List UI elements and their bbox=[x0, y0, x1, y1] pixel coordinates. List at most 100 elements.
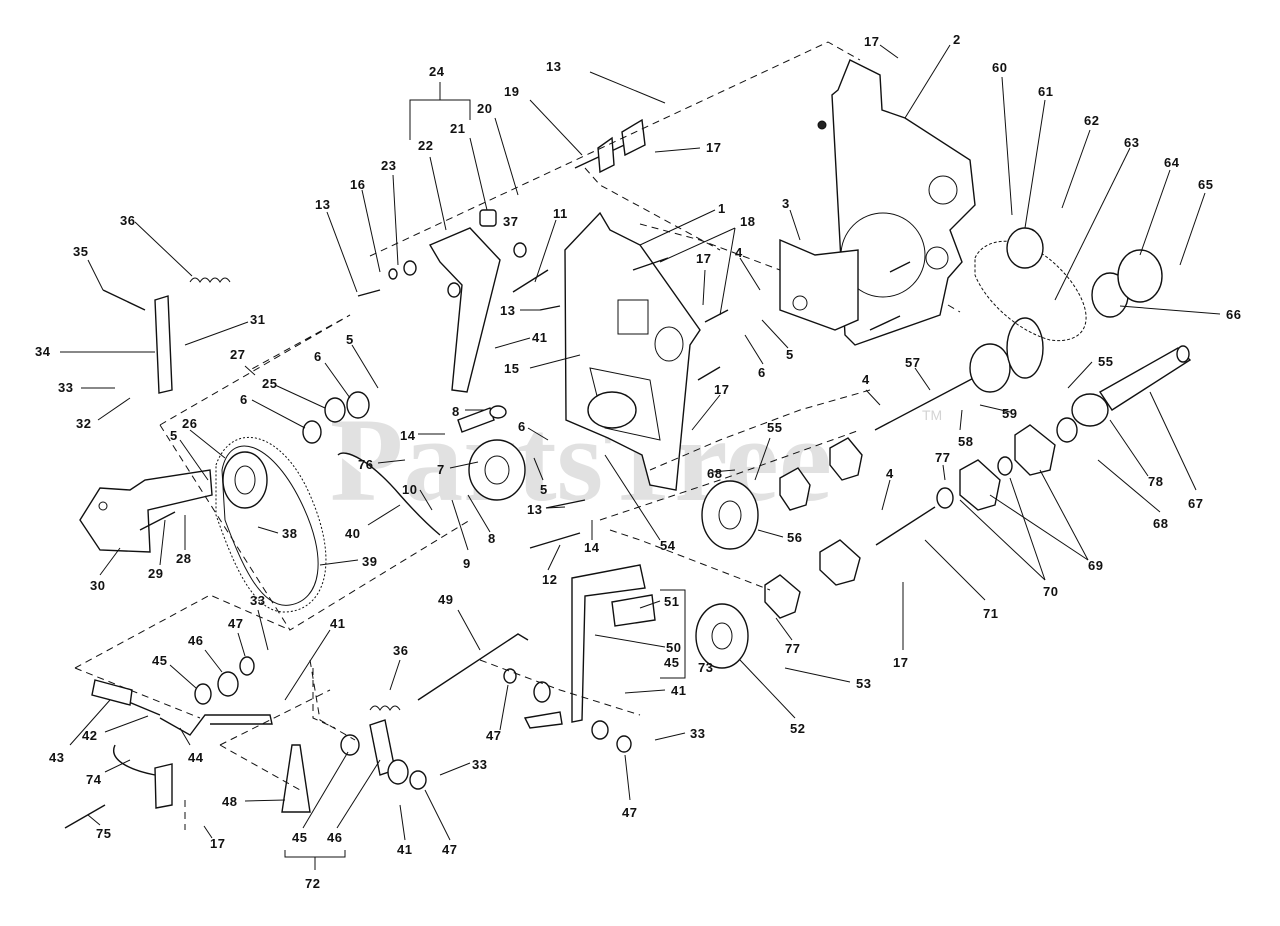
callout-40: 40 bbox=[345, 526, 360, 541]
leader-39 bbox=[319, 559, 359, 566]
callout-69: 69 bbox=[1088, 558, 1103, 573]
leader-51 bbox=[639, 600, 661, 609]
callout-77b: 77 bbox=[785, 641, 800, 656]
pedal-50 bbox=[571, 564, 646, 723]
bushing-45-left bbox=[194, 683, 212, 705]
callout-62: 62 bbox=[1084, 113, 1099, 128]
callout-14b: 14 bbox=[584, 540, 600, 555]
shaft-57 bbox=[874, 371, 986, 431]
callout-35: 35 bbox=[73, 244, 88, 259]
leader-36b bbox=[389, 659, 401, 691]
leader-44 bbox=[179, 727, 191, 746]
leader-67 bbox=[1149, 391, 1197, 491]
leader-32 bbox=[97, 397, 131, 421]
dash-g bbox=[74, 594, 291, 669]
leader-43 bbox=[69, 699, 111, 746]
dashed-lines bbox=[74, 41, 961, 830]
idler-6-b bbox=[346, 391, 370, 419]
leader-19 bbox=[529, 99, 583, 156]
leader-54 bbox=[604, 454, 661, 541]
dash-l bbox=[479, 659, 641, 716]
bushing-mid bbox=[387, 759, 409, 785]
bushing-23 bbox=[403, 260, 417, 276]
leader-21 bbox=[469, 137, 488, 211]
bracket-73 bbox=[660, 589, 686, 679]
leader-69b bbox=[989, 494, 1089, 561]
callout-66: 66 bbox=[1226, 307, 1241, 322]
frame-1-window bbox=[617, 299, 649, 335]
bolt-13-lower bbox=[545, 499, 586, 509]
leader-27 bbox=[244, 365, 256, 376]
leader-47c bbox=[499, 684, 509, 731]
leader-49 bbox=[457, 609, 481, 651]
callout-60: 60 bbox=[992, 60, 1007, 75]
bearing-69 bbox=[997, 456, 1013, 476]
callout-4c: 4 bbox=[886, 466, 894, 481]
pedal-foot bbox=[523, 711, 563, 729]
bushing-pedal bbox=[533, 681, 551, 703]
bolt-12 bbox=[529, 532, 581, 549]
callout-23: 23 bbox=[381, 158, 396, 173]
leader-42 bbox=[104, 715, 149, 733]
dash-h bbox=[74, 667, 201, 719]
callout-38: 38 bbox=[282, 526, 297, 541]
callout-4b: 4 bbox=[862, 372, 870, 387]
leader-26 bbox=[189, 429, 226, 459]
leader-5d bbox=[533, 457, 544, 481]
callout-58: 58 bbox=[958, 434, 973, 449]
leader-63 bbox=[1054, 147, 1131, 301]
bracket-34 bbox=[154, 295, 173, 394]
callout-5c: 5 bbox=[786, 347, 794, 362]
leader-3 bbox=[789, 209, 801, 241]
callout-39: 39 bbox=[362, 554, 377, 569]
pad-51 bbox=[611, 594, 656, 627]
dash-f bbox=[599, 429, 861, 521]
callout-78: 78 bbox=[1148, 474, 1163, 489]
leader-6d bbox=[527, 427, 549, 441]
pulley-56 bbox=[701, 480, 759, 550]
leader-33d bbox=[654, 732, 686, 741]
leader-47d bbox=[624, 754, 631, 801]
dash-b bbox=[584, 167, 721, 251]
leader-59 bbox=[979, 404, 1011, 413]
leader-50 bbox=[594, 634, 666, 648]
frame-hole-lower bbox=[925, 246, 949, 270]
callout-55a: 55 bbox=[767, 420, 782, 435]
spacer-rod-a bbox=[632, 257, 669, 271]
shaft-71 bbox=[875, 506, 936, 546]
callout-9: 9 bbox=[463, 556, 471, 571]
callout-45a: 45 bbox=[152, 653, 167, 668]
callout-1: 1 bbox=[718, 201, 726, 216]
callout-32: 32 bbox=[76, 416, 91, 431]
bushing-49 bbox=[503, 668, 517, 684]
leader-17c bbox=[702, 269, 706, 306]
dash-c bbox=[639, 223, 781, 271]
leader-18a bbox=[719, 227, 736, 316]
leader-70a bbox=[1009, 477, 1046, 581]
callout-54: 54 bbox=[660, 538, 676, 553]
leader-71 bbox=[924, 539, 986, 601]
bolt-75 bbox=[64, 804, 106, 829]
dash-d bbox=[159, 314, 351, 426]
bushing-pedal-lower bbox=[591, 720, 609, 740]
spacer-rod-c bbox=[697, 366, 721, 381]
callout-65: 65 bbox=[1198, 177, 1213, 192]
callout-41b: 41 bbox=[330, 616, 345, 631]
spring-36-upper bbox=[189, 277, 231, 283]
leader-25 bbox=[274, 384, 326, 409]
leader-6b bbox=[251, 399, 306, 429]
washer-47-mid bbox=[409, 770, 427, 790]
leader-7 bbox=[449, 461, 479, 469]
pulley-26-hub bbox=[234, 465, 256, 495]
callout-12: 12 bbox=[542, 572, 557, 587]
leader-35 bbox=[87, 259, 104, 291]
washer-47-pedal bbox=[616, 735, 632, 753]
leader-55b bbox=[1067, 361, 1093, 389]
callout-33a: 33 bbox=[58, 380, 73, 395]
callout-47b: 47 bbox=[442, 842, 457, 857]
callout-13d: 13 bbox=[527, 502, 542, 517]
callout-17b: 17 bbox=[706, 140, 721, 155]
callout-45c: 45 bbox=[664, 655, 679, 670]
callout-22: 22 bbox=[418, 138, 433, 153]
